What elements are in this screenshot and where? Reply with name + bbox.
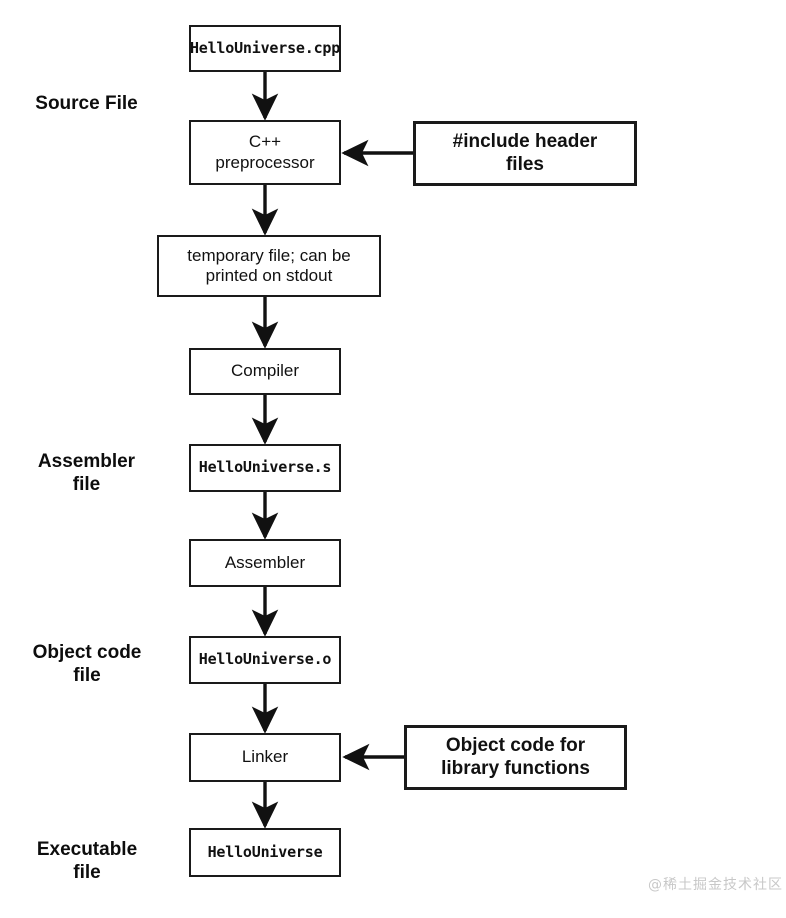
node-compiler-label: Compiler [230, 361, 300, 381]
node-object-code-library[interactable]: Object code for library functions [404, 725, 627, 790]
node-linker[interactable]: Linker [189, 733, 341, 782]
node-hellouniverse[interactable]: HelloUniverse [189, 828, 341, 877]
node-cpp-preprocessor[interactable]: C++ preprocessor [189, 120, 341, 185]
node-cpp-preprocessor-label: C++ preprocessor [215, 132, 315, 172]
node-hellouniverse-s[interactable]: HelloUniverse.s [189, 444, 341, 492]
node-hellouniverse-cpp-label: HelloUniverse.cpp [189, 38, 341, 57]
stage-label-assembler-file: Assembler file [37, 451, 136, 496]
node-assembler[interactable]: Assembler [189, 539, 341, 587]
watermark: @稀土掘金技术社区 [648, 877, 783, 893]
node-assembler-label: Assembler [224, 552, 306, 572]
node-compiler[interactable]: Compiler [189, 348, 341, 395]
node-hellouniverse-s-label: HelloUniverse.s [198, 458, 332, 477]
stage-label-executable-file: Executable file [36, 839, 138, 884]
node-temporary-file[interactable]: temporary file; can be printed on stdout [157, 235, 381, 297]
node-object-code-library-label: Object code for library functions [441, 735, 590, 779]
stage-label-source-file: Source File [35, 93, 138, 114]
node-include-header-files-label: #include header files [452, 131, 598, 175]
node-hellouniverse-o[interactable]: HelloUniverse.o [189, 636, 341, 684]
node-linker-label: Linker [241, 747, 289, 767]
node-hellouniverse-cpp[interactable]: HelloUniverse.cpp [189, 25, 341, 72]
stage-label-object-code-file: Object code file [32, 642, 142, 687]
node-hellouniverse-label: HelloUniverse [207, 842, 323, 861]
node-include-header-files[interactable]: #include header files [413, 121, 637, 186]
node-hellouniverse-o-label: HelloUniverse.o [198, 650, 332, 669]
node-temporary-file-label: temporary file; can be printed on stdout [187, 245, 351, 285]
